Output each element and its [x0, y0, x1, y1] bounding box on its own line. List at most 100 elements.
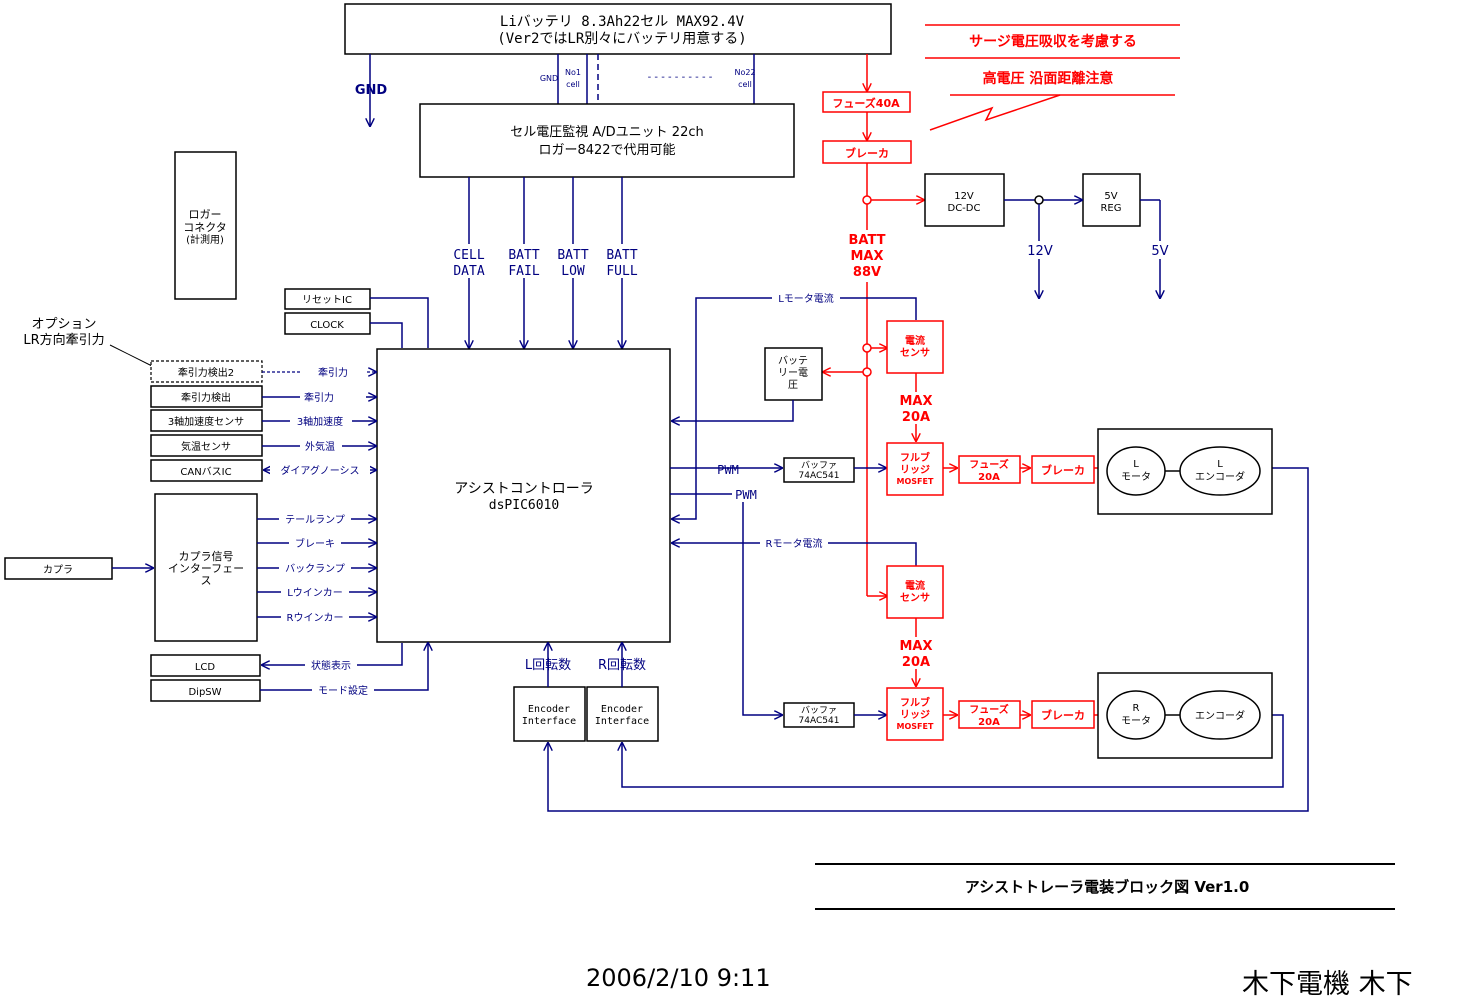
reset-ic-block: リセットIC	[284, 288, 429, 348]
input-box-1: 牽引力検出	[181, 391, 231, 404]
r-buffer-line1: バッファ	[801, 705, 837, 716]
signal-batt-fail-1: BATT	[508, 248, 539, 263]
gnd-label: GND	[355, 83, 388, 98]
l-cs-line1: 電流	[905, 334, 925, 347]
logger-line3: (計測用)	[186, 233, 224, 246]
logger-connector-block: ロガー コネクタ (計測用)	[174, 151, 237, 300]
coupler-signal-0: テールランプ	[285, 514, 345, 526]
warning-surge: サージ電圧吸収を考慮する	[969, 33, 1137, 50]
option-note: オプション LR方向牽引力	[23, 317, 153, 367]
clock-label: CLOCK	[310, 320, 344, 331]
r-motor-current-wire: Rモータ電流	[672, 537, 917, 566]
mode-setting-label: モード設定	[318, 684, 368, 697]
input-label-2: 3軸加速度	[297, 415, 343, 428]
batt-voltage-line1: バッテ	[778, 355, 808, 367]
r-motor-unit: R モータ エンコーダ	[1097, 672, 1273, 759]
l-cs-line2: センサ	[900, 347, 930, 359]
signal-batt-full-1: BATT	[606, 248, 637, 263]
encoder-feedback-wires	[548, 467, 1309, 812]
r-fb-line2: リッジ	[900, 709, 930, 721]
coupler-interface-block: カプラ信号 インターフェー ス	[154, 493, 258, 642]
rotation-left: L回転数	[525, 658, 571, 673]
input-box-3: 気温センサ	[181, 440, 231, 453]
pwm-label-left: PWM	[717, 463, 739, 477]
r-fuse: フューズ 20A	[958, 700, 1030, 729]
l-motor-current-wire: Lモータ電流	[672, 292, 917, 519]
input-label-3: 外気温	[305, 440, 335, 453]
reg-line2: REG	[1100, 203, 1121, 214]
batt-max-1: BATT	[849, 233, 886, 248]
reg-block: 5V REG	[1082, 173, 1141, 227]
l-buffer-line1: バッファ	[801, 460, 837, 471]
input-box-2: 3軸加速度センサ	[168, 415, 244, 428]
enc-if-right-line1: Encoder	[601, 704, 643, 715]
r-motor-line2: モータ	[1121, 715, 1151, 727]
cell-monitor-block: セル電圧監視 A/Dユニット 22ch ロガー8422で代用可能	[419, 103, 795, 178]
batt-voltage-line2: リー電	[778, 367, 808, 379]
l-fb-line1: フルブ	[900, 451, 930, 464]
batt-max-2: MAX	[850, 249, 883, 264]
reset-ic-label: リセットIC	[302, 294, 352, 306]
r-motor-current-label: Rモータ電流	[766, 537, 823, 550]
l-fuse-line2: 20A	[978, 472, 1000, 483]
tap-gnd: GND	[540, 74, 558, 83]
tap-no22-b: cell	[738, 80, 752, 89]
status-display-label: 状態表示	[311, 659, 351, 672]
controller-block: アシストコントローラ dsPIC6010	[376, 348, 671, 643]
input-box-4: CANバスIC	[180, 466, 231, 478]
l-fb-line2: リッジ	[900, 464, 930, 476]
dcdc-block: 12V DC-DC	[924, 173, 1005, 227]
encoder-interface-right: Encoder Interface R回転数	[586, 643, 659, 742]
clock-block: CLOCK	[284, 312, 403, 348]
battery-line1: Liバッテリ 8.3Ah22セル MAX92.4V	[500, 14, 745, 30]
batt-max-3: 88V	[853, 265, 881, 280]
reg-line1: 5V	[1104, 191, 1117, 202]
l-encoder-line2: エンコーダ	[1195, 470, 1245, 483]
battery-voltage-block: バッテ リー電 圧	[672, 347, 823, 421]
battery-block: Liバッテリ 8.3Ah22セル MAX92.4V (Ver2ではLR別々にバッ…	[344, 3, 892, 55]
coupler-block: カプラ	[4, 557, 153, 580]
encoder-interface-left: Encoder Interface L回転数	[513, 643, 586, 742]
r-breaker: ブレーカ	[1031, 700, 1106, 729]
tap-dashes: - - - - - - - - - -	[648, 72, 713, 83]
cell-monitor-line1: セル電圧監視 A/Dユニット 22ch	[510, 124, 703, 140]
signal-batt-full-2: FULL	[606, 264, 637, 279]
dcdc-line1: 12V	[954, 191, 974, 202]
lcd-block: LCD 状態表示	[150, 643, 403, 677]
dipsw-block: DipSW モード設定	[150, 643, 428, 702]
title-block: アシストトレーラ電装ブロック図 Ver1.0	[815, 863, 1395, 910]
l-fuse: フューズ 20A	[958, 455, 1030, 484]
controller-line2: dsPIC6010	[489, 498, 559, 513]
coupler-if-line2: インターフェー	[168, 562, 244, 575]
l-motor-line2: モータ	[1121, 471, 1151, 483]
r-breaker-label: ブレーカ	[1041, 708, 1085, 722]
power-path: フューズ40A ブレーカ BATT MAX 88V	[823, 54, 924, 596]
l-breaker-label: ブレーカ	[1041, 463, 1085, 477]
r-buffer: バッファ 74AC541	[783, 702, 886, 728]
r-buffer-line2: 74AC541	[799, 716, 840, 726]
rail-12v: 12V	[1027, 244, 1053, 259]
breaker-main: ブレーカ	[845, 146, 889, 160]
battery-status-signals: CELL DATA BATT FAIL BATT LOW BATT FULL	[447, 177, 642, 348]
pwm-label-right: PWM	[735, 488, 757, 502]
signal-batt-fail-2: FAIL	[508, 264, 539, 279]
signal-cell-data-1: CELL	[453, 248, 484, 263]
r-motor-line1: R	[1133, 703, 1140, 714]
r-max-line2: 20A	[902, 655, 930, 670]
enc-if-left-line1: Encoder	[528, 704, 570, 715]
input-box-0: 牽引力検出2	[178, 366, 234, 379]
coupler-signals: テールランプ ブレーキ バックランプ Lウインカー Rウインカー	[257, 512, 376, 624]
footer-author: 木下電機 木下	[1242, 969, 1413, 1000]
gnd-wire: GND	[355, 54, 388, 126]
coupler-if-line3: ス	[201, 574, 212, 587]
l-fuse-line1: フューズ	[969, 458, 1009, 471]
input-label-1: 牽引力	[304, 391, 334, 404]
warning-creepage: 高電圧 沿面距離注意	[983, 70, 1114, 87]
lcd-label: LCD	[195, 662, 216, 673]
l-breaker: ブレーカ	[1031, 455, 1106, 484]
batt-voltage-line3: 圧	[788, 380, 798, 391]
r-fullbridge: フルブ リッジ MOSFET	[886, 687, 957, 741]
enc-if-left-line2: Interface	[522, 716, 576, 727]
r-fb-line3: MOSFET	[897, 722, 934, 731]
